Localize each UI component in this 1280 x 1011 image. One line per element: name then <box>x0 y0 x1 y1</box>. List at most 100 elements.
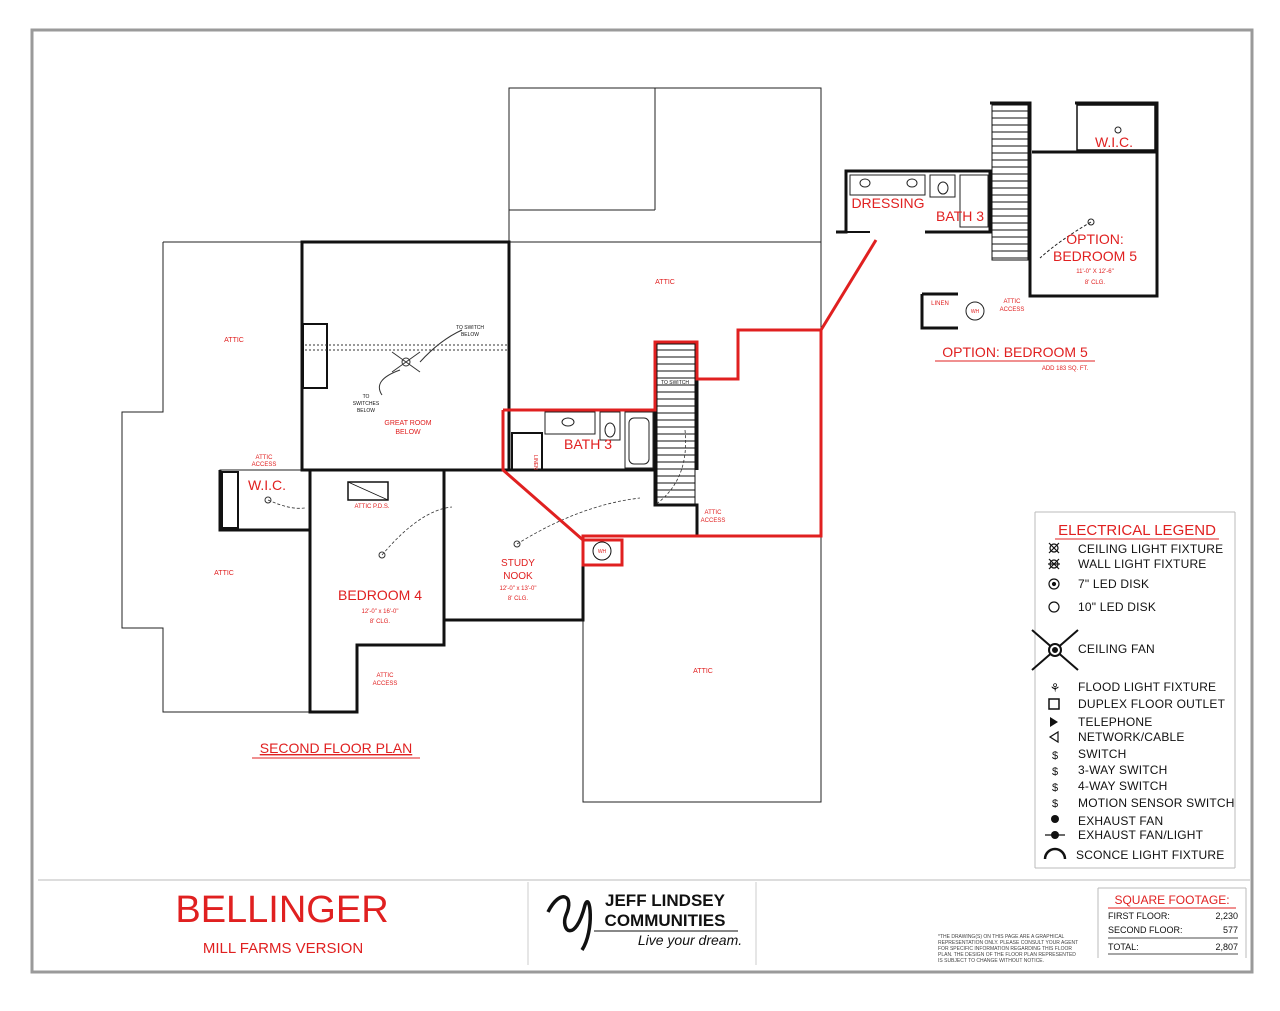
legend-label-wall-light: WALL LIGHT FIXTURE <box>1078 557 1207 571</box>
to-switches-below-1: TO <box>363 394 370 400</box>
attic-access-label-2b: ACCESS <box>701 518 726 524</box>
option-fixtures <box>849 126 1122 321</box>
exhaust-fan-icon <box>1051 815 1059 823</box>
attic-pds-label: ATTIC P.D.S. <box>354 504 389 510</box>
bedroom4-label: BEDROOM 4 <box>338 587 422 603</box>
disclaimer-line5: IS SUBJECT TO CHANGE WITHOUT NOTICE. <box>938 958 1044 964</box>
option-highlight-outline <box>501 328 823 567</box>
study-dims: 12'-0" x 13'-0" <box>500 586 537 592</box>
option-bedroom-label-1: OPTION: <box>1066 231 1124 247</box>
project-name: BELLINGER <box>175 889 388 931</box>
sqft-total-value: 2,807 <box>1215 942 1238 952</box>
legend-label-led-7: 7" LED DISK <box>1078 577 1149 591</box>
led-disk-wic <box>264 496 272 504</box>
bath3-label: BATH 3 <box>564 436 612 452</box>
study-clg: 8' CLG. <box>508 596 528 602</box>
attic-pds-box <box>347 481 389 501</box>
legend-label-duplex-outlet: DUPLEX FLOOR OUTLET <box>1078 697 1226 711</box>
disclaimer-line4: PLAN. THE DESIGN OF THE FLOOR PLAN REPRE… <box>938 952 1076 958</box>
option-dressing-label: DRESSING <box>851 195 924 211</box>
option-wh-label: WH <box>971 309 980 315</box>
sqft-second-label: SECOND FLOOR: <box>1108 925 1183 935</box>
great-room-below-label: BELOW <box>395 429 421 436</box>
telephone-icon <box>1050 717 1058 727</box>
option-attic-access-2: ACCESS <box>1000 307 1025 313</box>
to-switch-below-1: TO SWITCH <box>456 325 484 331</box>
option-attic-access-1: ATTIC <box>1004 299 1022 305</box>
disclaimer-line1: *THE DRAWING(S) ON THIS PAGE ARE A GRAPH… <box>938 934 1065 940</box>
legend-label-ceiling-fan: CEILING FAN <box>1078 642 1155 656</box>
wh-label: WH <box>598 549 607 555</box>
to-switch-below-stairs: TO SWITCH <box>661 380 689 386</box>
sqft-total-label: TOTAL: <box>1108 942 1139 952</box>
legend-label-telephone: TELEPHONE <box>1078 715 1153 729</box>
second-floor-plan-title: SECOND FLOOR PLAN <box>260 740 412 756</box>
flood-light-icon: ⚘ <box>1050 681 1061 695</box>
electrical-legend: ELECTRICAL LEGEND ⚘ $ $ $ $ CEILING <box>1031 511 1236 869</box>
option-title: OPTION: BEDROOM 5 <box>942 344 1088 360</box>
wic-label: W.I.C. <box>248 477 286 493</box>
ceiling-fan-icon <box>1031 629 1079 671</box>
water-heater-symbol <box>592 541 612 561</box>
led-disk-bedroom4 <box>378 551 386 559</box>
option-bedroom-label-2: BEDROOM 5 <box>1053 248 1137 264</box>
bedroom4-dims: 12'-0" x 16'-0" <box>362 609 399 615</box>
option-stairs <box>991 104 1029 261</box>
bedroom4-clg: 8' CLG. <box>370 619 390 625</box>
switch-3way-icon: $ <box>1052 766 1058 778</box>
attic-access-label-1b: ACCESS <box>252 462 277 468</box>
switch-icon: $ <box>1052 750 1058 762</box>
to-switches-below-2: SWITCHES <box>353 401 380 407</box>
legend-label-4way: 4-WAY SWITCH <box>1078 779 1168 793</box>
option-bath3-label: BATH 3 <box>936 208 984 224</box>
attic-access-label-2: ATTIC <box>705 510 723 516</box>
option-dims: 11'-0" X 12'-6" <box>1076 269 1113 275</box>
title-block: BELLINGER MILL FARMS VERSION JEFF LINDSE… <box>38 879 1250 965</box>
brand-tagline: Live your dream. <box>638 932 742 948</box>
switch-4way-icon: $ <box>1052 782 1058 794</box>
led-disk-study <box>513 540 521 548</box>
legend-label-sconce: SCONCE LIGHT FIXTURE <box>1076 848 1224 862</box>
nook-label: NOOK <box>503 571 533 582</box>
main-walls <box>218 240 699 714</box>
bath3-fixtures <box>544 411 654 469</box>
option-bedroom5-plan <box>836 101 1159 330</box>
brand-line2: COMMUNITIES <box>605 911 726 930</box>
attic-label-left: ATTIC <box>224 337 244 344</box>
project-version: MILL FARMS VERSION <box>203 940 363 957</box>
attic-label-lower-left: ATTIC <box>214 570 234 577</box>
legend-label-network: NETWORK/CABLE <box>1078 730 1185 744</box>
wiring-arcs <box>267 429 686 556</box>
led-disk-10-icon <box>1048 601 1060 613</box>
legend-label-3way: 3-WAY SWITCH <box>1078 763 1168 777</box>
attic-access-label-3b: ACCESS <box>373 681 398 687</box>
legend-title: ELECTRICAL LEGEND <box>1058 522 1216 539</box>
legend-label-exhaust-fan-light: EXHAUST FAN/LIGHT <box>1078 828 1204 842</box>
network-cable-icon <box>1048 730 1059 744</box>
option-clg: 8' CLG. <box>1085 280 1105 286</box>
sheet-frame <box>30 28 1254 974</box>
ceiling-fan-symbol <box>305 329 508 396</box>
main-floor-plan <box>121 87 822 803</box>
sconce-icon <box>1043 847 1067 860</box>
option-wic-label: W.I.C. <box>1095 134 1133 150</box>
sqft-first-label: FIRST FLOOR: <box>1108 911 1170 921</box>
motion-switch-icon: $ <box>1052 798 1058 810</box>
attic-access-label-1: ATTIC <box>256 455 274 461</box>
legend-label-flood-light: FLOOD LIGHT FIXTURE <box>1078 680 1216 694</box>
sqft-second-value: 577 <box>1223 925 1238 935</box>
linen-label: LINEN <box>532 455 538 470</box>
wall-light-icon <box>1048 558 1060 570</box>
exhaust-fan-light-icon <box>1045 831 1065 839</box>
ceiling-light-icon <box>1048 542 1060 554</box>
brand-logo: JEFF LINDSEY COMMUNITIES Live your dream… <box>546 891 742 951</box>
legend-label-exhaust-fan: EXHAUST FAN <box>1078 814 1163 828</box>
option-subtitle: ADD 183 SQ. FT. <box>1042 366 1089 372</box>
duplex-outlet-icon <box>1048 698 1060 710</box>
to-switches-below-3: BELOW <box>357 408 375 414</box>
main-stairs: document.currentScript.parentNode.setAtt… <box>656 343 696 505</box>
study-label: STUDY <box>501 558 535 569</box>
square-footage-table: SQUARE FOOTAGE: FIRST FLOOR: 2,230 SECON… <box>1097 887 1247 958</box>
